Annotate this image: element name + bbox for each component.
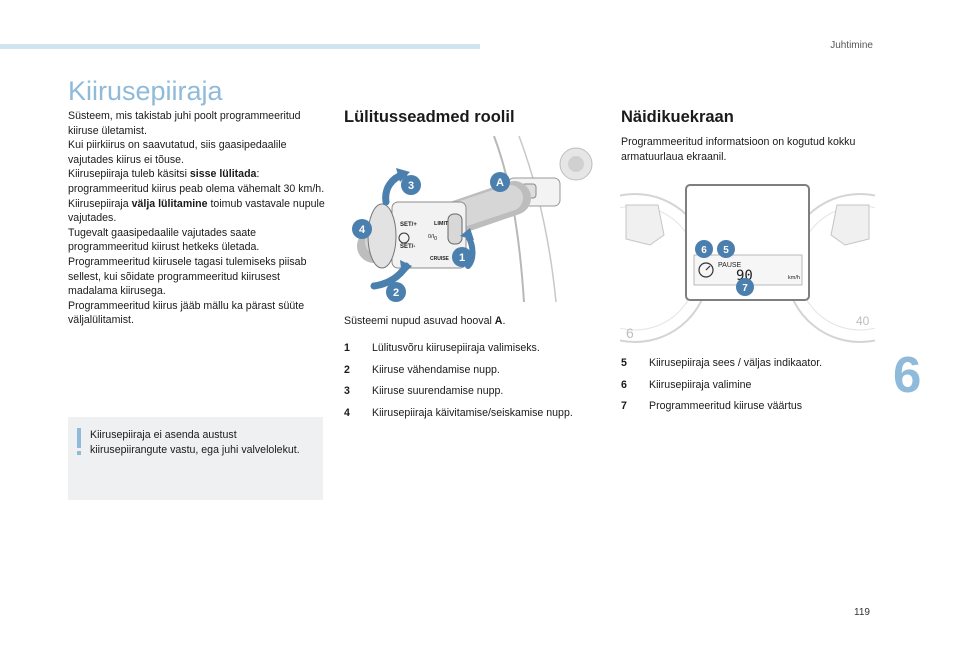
buttons-location-text: Süsteemi nupud asuvad hooval A. [344,315,506,327]
intro-paragraph: Kui piirkiirus on saavutatud, siis gaasi… [68,139,287,166]
item-text: Kiiruse suurendamise nupp. [372,385,504,398]
item-text: Kiirusepiiraja sees / väljas indikaator. [649,357,823,369]
header-accent-bar [0,44,480,49]
item-number: 5 [621,357,627,369]
lever-label: CRUISE [430,256,450,262]
callout-badge: 2 [393,287,399,299]
lever-label: LIMIT [434,221,449,227]
intro-paragraph: Programmeeritud kiirusele tagasi tulemis… [68,255,307,298]
list-item: 3 Kiiruse suurendamise nupp. [344,384,584,399]
dial-number: 40 [856,314,870,328]
page-title: Kiirusepiiraja [68,76,223,106]
section-tag: Juhtimine [830,40,873,51]
list-item: 1 Lülitusvõru kiirusepiiraja valimiseks. [344,341,584,356]
callout-badge: 5 [723,245,729,256]
callout-badge: 3 [408,180,414,192]
item-text: Kiirusepiiraja valimine [649,378,752,391]
display-intro-text: Programmeeritud informatsioon on kogutud… [621,136,856,163]
section-title-display: Näidikuekraan [621,108,734,126]
emphasis: välja lülitamine [131,197,208,210]
callout-badge: A [496,177,504,189]
display-unit: km/h [788,275,800,281]
dial-number: 6 [626,325,634,341]
intro-paragraph: Tugevalt gaasipedaalile vajutades saate … [68,226,260,254]
display-legend-list: 5 Kiirusepiiraja sees / väljas indikaator… [621,356,861,421]
item-number: 2 [344,363,350,376]
instrument-cluster-illustration: PAUSE 90 km/h 6 40 6 5 7 [620,183,875,343]
lever-label: 0/I [428,234,435,240]
emphasis: A [494,315,503,327]
lever-label: SET/+ [400,222,417,228]
steering-lever-illustration: SET/+ LIMIT SET/- CRUISE 0 0/I A 3 4 1 2 [344,136,600,302]
item-text: Lülitusvõru kiirusepiiraja valimiseks. [372,342,540,354]
info-icon [77,428,81,448]
emphasis: sisse lülitada [189,168,257,181]
note-box [68,417,323,500]
note-text: Kiirusepiiraja ei asenda austust kiiruse… [90,429,300,456]
lever-label: 0 [434,236,437,242]
list-item: 7 Programmeeritud kiiruse väärtus [621,399,861,414]
callout-badge: 4 [359,224,366,236]
list-item: 2 Kiiruse vähendamise nupp. [344,363,584,378]
item-text: Kiirusepiiraja käivitamise/seiskamise nu… [372,406,573,419]
instrument-cluster-figure: PAUSE 90 km/h 6 40 6 5 7 [620,183,875,343]
intro-paragraph: Programmeeritud kiirus jääb mällu ka pär… [68,299,305,327]
section-title-switches: Lülitusseadmed roolil [344,108,515,126]
item-number: 7 [621,400,627,413]
intro-paragraph: Süsteem, mis takistab juhi poolt program… [68,110,301,137]
intro-text: Süsteem, mis takistab juhi poolt program… [68,109,326,328]
steering-lever-figure: SET/+ LIMIT SET/- CRUISE 0 0/I A 3 4 1 2 [344,136,600,302]
item-number: 3 [344,385,350,398]
page-number: 119 [854,607,870,618]
info-icon-dot [77,451,81,455]
item-text: Kiiruse vähendamise nupp. [372,363,500,376]
item-number: 4 [344,406,350,419]
list-item: 4 Kiirusepiiraja käivitamise/seiskamise n… [344,406,584,421]
item-number: 6 [621,378,627,391]
item-text: Programmeeritud kiiruse väärtus [649,400,803,413]
list-item: 5 Kiirusepiiraja sees / väljas indikaator… [621,356,861,371]
callout-badge: 6 [701,245,707,256]
callout-badge: 7 [742,283,748,294]
item-number: 1 [344,342,350,354]
callout-badge: 1 [459,252,465,264]
intro-paragraph: Kiirusepiiraja tuleb käsitsi sisse lülit… [68,168,325,195]
display-pause: PAUSE [718,262,742,269]
list-item: 6 Kiirusepiiraja valimine [621,378,861,393]
chapter-number: 6 [893,346,922,403]
lever-label: SET/- [400,244,415,250]
intro-paragraph: Kiirusepiiraja välja lülitamine toimub v… [68,197,325,225]
